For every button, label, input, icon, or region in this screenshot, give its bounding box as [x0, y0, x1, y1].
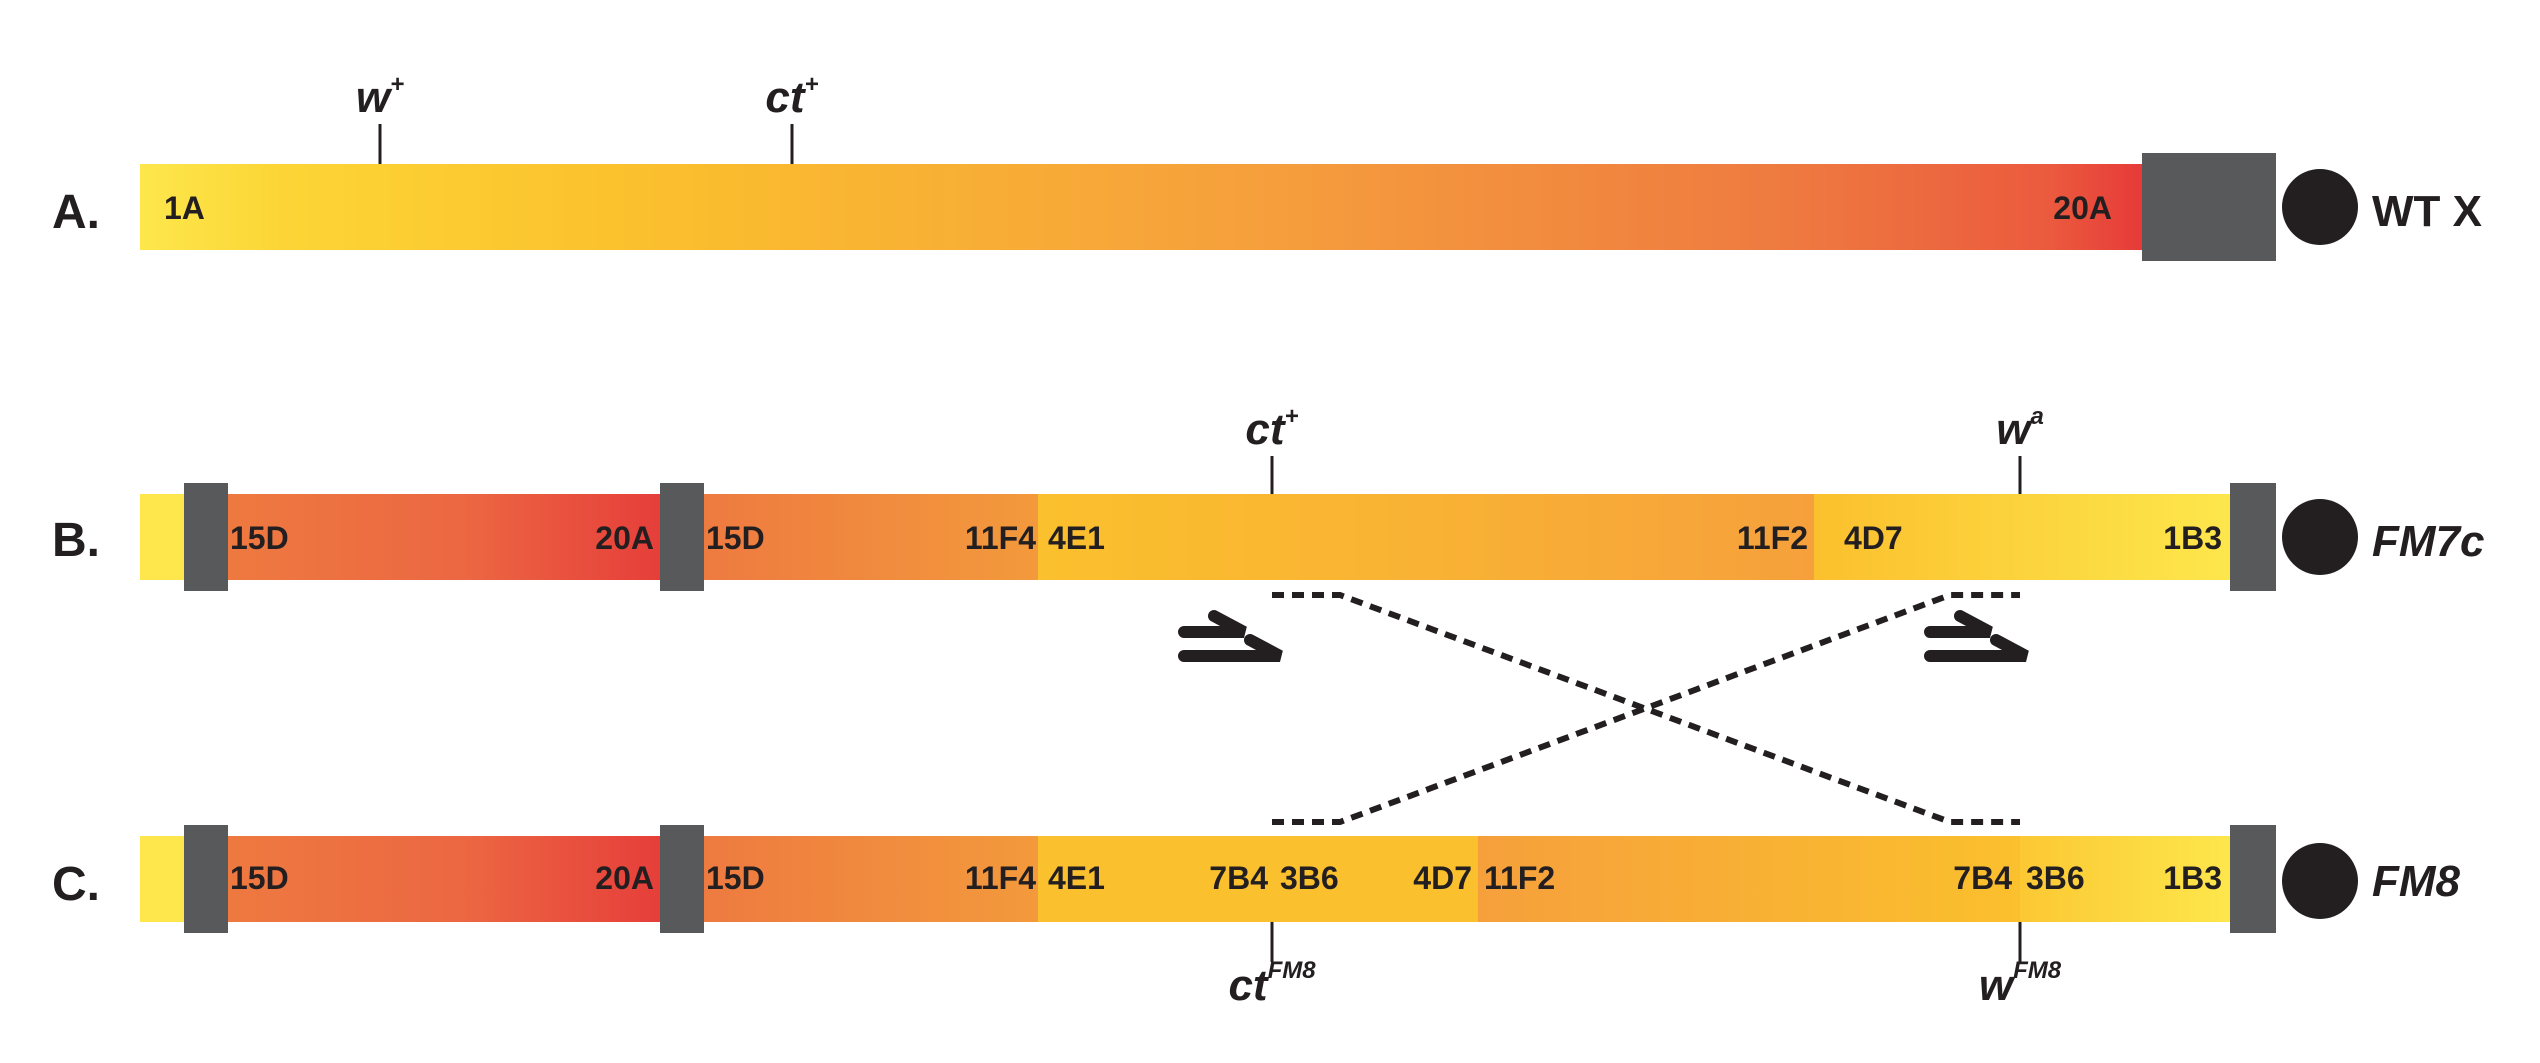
w-plus-gene-label: w+ — [356, 71, 404, 122]
fm7c-heterochromatin-block — [2230, 483, 2276, 591]
wt-x-heterochromatin-block — [2142, 153, 2276, 261]
half-arrow-icon — [1924, 610, 1993, 638]
ct-fm8-gene-label: ctFM8 — [1228, 957, 1316, 1010]
fm7c-heterochromatin-block — [660, 483, 704, 591]
fm8-heterochromatin-block — [2230, 825, 2276, 933]
fm8-segment-15d-11f4 — [700, 836, 1040, 922]
band-label: 4E1 — [1048, 860, 1105, 896]
band-label: 11F4 — [965, 860, 1036, 896]
fm8-segment-11f2-7b4 — [1478, 836, 2022, 922]
band-label: 15D — [230, 860, 289, 896]
wt-x-centromere — [2282, 169, 2358, 245]
wt-x-chromosome-arm — [140, 164, 2150, 250]
ct-plus-gene-label: ct+ — [1245, 403, 1298, 454]
row-a: A. 1A 20A w+ ct+ WT X — [52, 71, 2482, 261]
row-b: B. 15D 20A 15D 11F4 4E1 11F2 4D7 1B3 ct+… — [52, 403, 2484, 591]
band-label: 4D7 — [1413, 860, 1472, 896]
fm7c-segment-4d7-1b3 — [1814, 494, 2234, 580]
row-c: C. 15D 20A 15D 11F4 4E1 7B4 3B6 4D7 11F2… — [52, 825, 2461, 1010]
fm8-heterochromatin-block — [184, 825, 228, 933]
band-label: 3B6 — [1280, 860, 1339, 896]
fm8-centromere — [2282, 843, 2358, 919]
fm7c-segment-15d-11f4 — [700, 494, 1040, 580]
band-label: 15D — [230, 520, 289, 556]
fm8-segment-3b6-4d7 — [1272, 836, 1480, 922]
crossover-dashed-line — [1272, 592, 2020, 825]
wt-x-chromosome-name: WT X — [2372, 187, 2482, 236]
fm7c-segment-15d-20a — [222, 494, 662, 580]
half-arrow-icon — [1178, 610, 1247, 638]
fm7c-segment-tip — [140, 494, 188, 580]
crossover-lines — [1272, 592, 2020, 825]
band-label: 7B4 — [1209, 860, 1268, 896]
band-label: 3B6 — [2026, 860, 2085, 896]
fm7c-chromosome-name: FM7c — [2372, 517, 2484, 566]
fm8-segment-3b6-1b3 — [2020, 836, 2234, 922]
band-label: 1B3 — [2163, 860, 2222, 896]
row-b-label: B. — [52, 514, 100, 567]
fm8-chromosome-name: FM8 — [2372, 857, 2461, 906]
band-label: 20A — [595, 860, 654, 896]
band-label: 1B3 — [2163, 520, 2222, 556]
band-label: 11F2 — [1484, 860, 1555, 896]
band-label: 11F4 — [965, 520, 1036, 556]
band-label: 20A — [595, 520, 654, 556]
band-label: 15D — [706, 860, 765, 896]
half-arrow-right — [1924, 610, 2029, 662]
band-label: 20A — [2053, 190, 2112, 226]
band-label: 7B4 — [1953, 860, 2012, 896]
band-label: 4D7 — [1844, 520, 1903, 556]
band-label: 1A — [164, 190, 205, 226]
fm7c-segment-4e1-11f2 — [1038, 494, 1818, 580]
ct-plus-gene-label: ct+ — [765, 71, 818, 122]
fm8-heterochromatin-block — [660, 825, 704, 933]
half-arrow-left — [1178, 610, 1283, 662]
half-arrow-icon — [1924, 634, 2029, 662]
band-label: 15D — [706, 520, 765, 556]
row-c-label: C. — [52, 858, 100, 911]
fm7c-centromere — [2282, 499, 2358, 575]
fm7c-heterochromatin-block — [184, 483, 228, 591]
band-label: 11F2 — [1737, 520, 1808, 556]
fm8-segment-tip — [140, 836, 188, 922]
fm8-segment-4e1-7b4 — [1038, 836, 1274, 922]
band-label: 4E1 — [1048, 520, 1105, 556]
half-arrow-icon — [1178, 634, 1283, 662]
fm8-segment-15d-20a — [222, 836, 662, 922]
w-fm8-gene-label: wFM8 — [1979, 957, 2062, 1010]
crossover-dashed-line — [1272, 592, 2020, 825]
row-a-label: A. — [52, 186, 100, 239]
w-a-gene-label: wa — [1996, 403, 2044, 454]
